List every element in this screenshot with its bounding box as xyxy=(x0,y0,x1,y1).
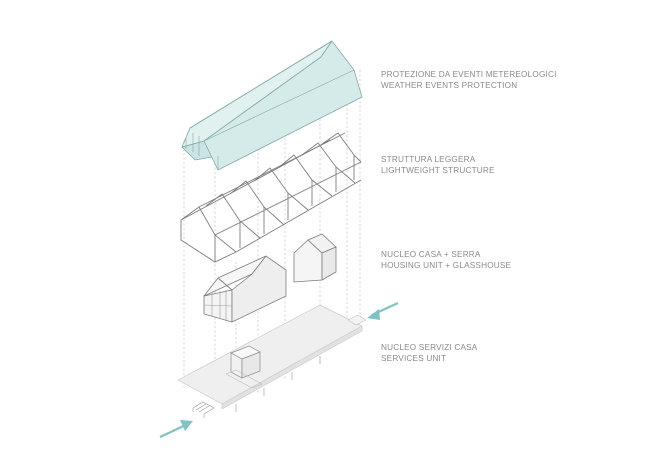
arrow-left-icon xyxy=(367,302,399,320)
weather-protection-roof xyxy=(181,40,363,171)
label-english: SERVICES UNIT xyxy=(381,354,447,363)
label-italian: NUCLEO SERVIZI CASA xyxy=(381,343,478,352)
label-english: WEATHER EVENTS PROTECTION xyxy=(381,81,518,90)
label-italian: STRUTTURA LEGGERA xyxy=(381,155,476,164)
layer-label-lightweight-structure: STRUTTURA LEGGERA LIGHTWEIGHT STRUCTURE xyxy=(381,154,495,176)
label-italian: NUCLEO CASA + SERRA xyxy=(381,250,481,259)
layer-label-weather-protection: PROTEZIONE DA EVENTI METEREOLOGICI WEATH… xyxy=(381,69,557,91)
label-italian: PROTEZIONE DA EVENTI METEREOLOGICI xyxy=(381,70,557,79)
layer-label-services-unit: NUCLEO SERVIZI CASA SERVICES UNIT xyxy=(381,342,477,364)
label-english: HOUSING UNIT + GLASSHOUSE xyxy=(381,261,512,270)
layer-label-housing-unit: NUCLEO CASA + SERRA HOUSING UNIT + GLASS… xyxy=(381,249,511,271)
housing-unit-and-glasshouse xyxy=(203,233,337,323)
services-unit-deck xyxy=(177,304,367,418)
lightweight-structure xyxy=(180,132,362,263)
label-english: LIGHTWEIGHT STRUCTURE xyxy=(381,166,495,175)
arrow-right-icon xyxy=(159,420,193,438)
